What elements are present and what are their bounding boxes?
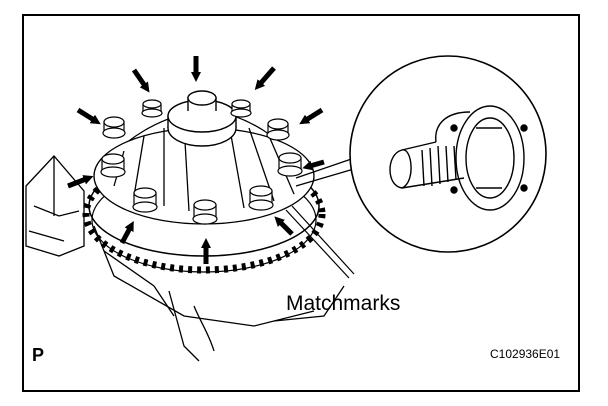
arrow-icon: [299, 107, 324, 125]
bolt-arrows: [67, 56, 325, 264]
arrow-icon: [67, 175, 94, 189]
arrow-icon: [119, 220, 134, 245]
bolt-icon: [192, 199, 218, 225]
callout-label: Matchmarks: [286, 292, 401, 315]
bolt-icon: [230, 99, 252, 118]
bolt-icon: [266, 118, 290, 141]
bolt-icon: [277, 152, 303, 177]
view-letter: P: [32, 345, 45, 365]
arrow-icon: [131, 68, 150, 93]
bolt-icon: [248, 185, 274, 211]
bolt-icon: [141, 99, 163, 118]
ring-gear-bolts: [100, 99, 303, 225]
hub: [167, 90, 237, 147]
arrow-icon: [302, 159, 325, 171]
bolt-icon: [102, 116, 126, 139]
magnifier-icon: [349, 55, 547, 253]
arrow-icon: [274, 216, 294, 236]
arrow-icon: [76, 107, 101, 125]
arrow-icon: [254, 66, 276, 91]
bolt-icon: [100, 153, 126, 178]
bolt-icon: [132, 187, 158, 213]
case-housing: [25, 155, 345, 362]
diagram-frame: Matchmarks P C102936E01: [22, 14, 580, 392]
figure-code: C102936E01: [490, 347, 561, 361]
differential-illustration: [25, 55, 547, 362]
